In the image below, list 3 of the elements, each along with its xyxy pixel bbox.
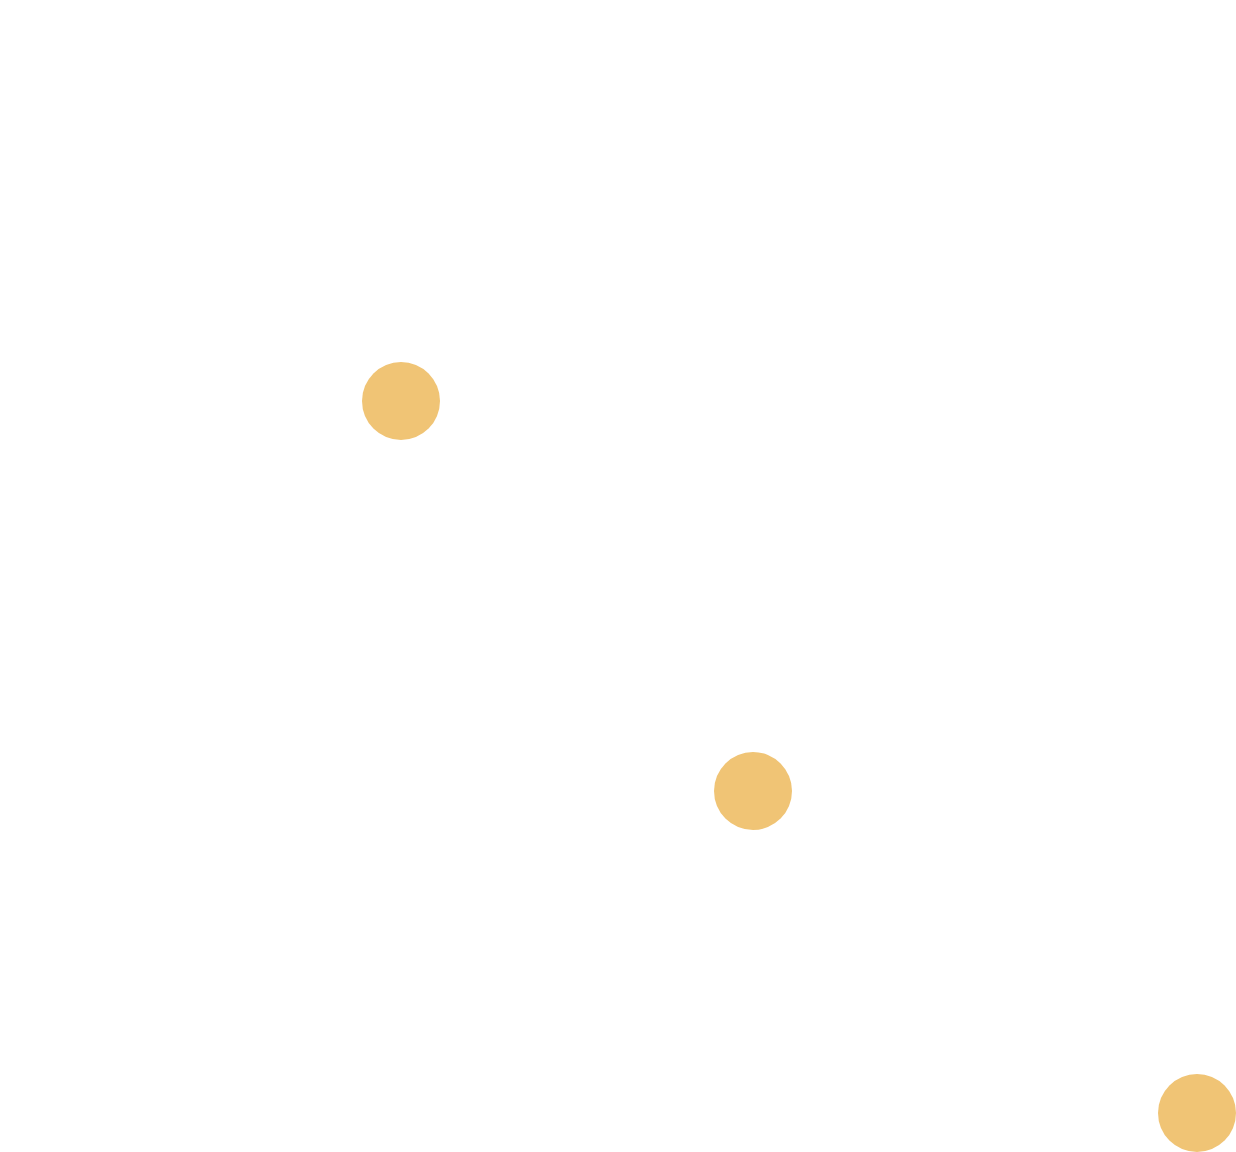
- dot: [362, 362, 440, 440]
- dot: [714, 752, 792, 830]
- dot: [1158, 1074, 1236, 1152]
